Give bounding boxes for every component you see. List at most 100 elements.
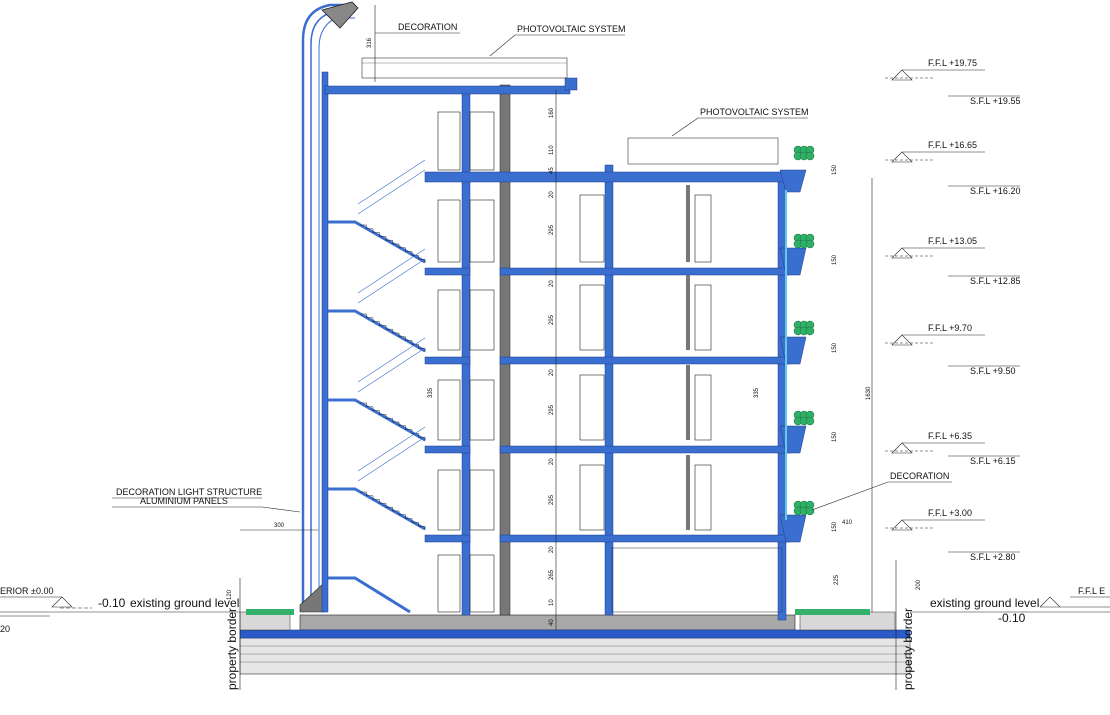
stair-step (392, 510, 400, 515)
stair-step (405, 429, 413, 434)
level-marker (891, 334, 913, 346)
callouts: DECORATION 316 PHOTOVOLTAIC SYSTEM PHOTO… (112, 5, 952, 531)
label-property-border-right: property border (901, 608, 915, 690)
stair-step (366, 406, 374, 411)
doors (437, 111, 712, 613)
dim-slab: 20 (549, 280, 555, 287)
dim-roof-45: 45 (549, 167, 555, 174)
planter-leaf (805, 239, 815, 249)
floor-slabs (424, 169, 807, 543)
stair-step (360, 313, 367, 318)
lift-door (437, 111, 461, 171)
level-sfl: S.F.L +6.15 (970, 456, 1015, 466)
lift-door (437, 379, 461, 441)
stair-step (392, 421, 400, 426)
lift-door (437, 289, 461, 351)
stair-flight (328, 398, 426, 442)
dim-balcony: 150 (832, 431, 838, 442)
stair-step (412, 255, 419, 260)
stair-step (405, 340, 413, 345)
total-height-dimension: 1630 (866, 178, 873, 612)
dim-balcony: 150 (832, 521, 838, 532)
label-left-cut-value: 20 (0, 624, 10, 634)
stair-step (366, 317, 374, 322)
dim-slab: 20 (549, 458, 555, 465)
dim-ground-265: 265 (549, 569, 555, 580)
label-ffl-right-cut: F.F.L E (1078, 586, 1105, 596)
level-ffl: F.F.L +19.75 (928, 58, 977, 68)
dim-left-120: 120 (227, 589, 233, 600)
level-sfl: S.F.L +12.85 (970, 276, 1020, 286)
stair-step (386, 239, 393, 244)
dim-floor: 295 (549, 494, 555, 505)
stair-step (399, 514, 406, 519)
right-ground-annotations: existing ground level -0.10 F.F.L E prop… (834, 520, 1110, 690)
dim-total-1630: 1630 (866, 386, 872, 400)
stair-step (386, 417, 393, 422)
stair-step (405, 518, 413, 523)
planter-leaf (805, 151, 815, 161)
stair-step (418, 525, 426, 530)
planter-icon (793, 410, 815, 426)
level-sfl: S.F.L +16.20 (970, 186, 1020, 196)
stair-step (360, 491, 367, 496)
balcony-door (694, 194, 712, 263)
label-decoration-light-1: DECORATION LIGHT STRUCTURE (116, 487, 262, 497)
planter-icon (793, 233, 815, 249)
dim-base-40: 40 (549, 619, 555, 626)
dim-floor: 295 (549, 314, 555, 325)
dim-balcony: 150 (832, 342, 838, 353)
dim-roof-110: 110 (549, 145, 555, 155)
stair-step (373, 232, 380, 237)
apartment-door (579, 464, 605, 531)
stair-flights (328, 159, 426, 614)
stair-step (399, 247, 406, 252)
column (686, 365, 690, 440)
planter-leaf (805, 416, 815, 426)
dim-inner-335-right: 335 (754, 387, 760, 398)
stair-handrail (357, 347, 426, 393)
level-ffl: F.F.L +6.35 (928, 431, 972, 441)
level-marker (891, 519, 913, 531)
balcony-planters (793, 145, 815, 516)
stair-step (386, 328, 393, 333)
stair-step (373, 499, 380, 504)
ground-floor-opening (611, 547, 783, 613)
column (686, 275, 690, 350)
stair-step (379, 503, 387, 508)
label-ground-left: existing ground level (130, 596, 239, 610)
planter-leaf (805, 506, 815, 516)
stair-step (373, 410, 380, 415)
label-property-border-left: property border (225, 608, 239, 690)
left-ground-annotations: ERIOR ±0.00 20 -0.10 existing ground lev… (0, 578, 241, 690)
level-sfl: S.F.L +9.50 (970, 366, 1015, 376)
balcony-door (694, 464, 712, 531)
column (686, 185, 690, 262)
stair-step (379, 325, 387, 330)
building-frame (321, 57, 787, 621)
apartment-door (579, 374, 605, 441)
stair-step (392, 243, 400, 248)
stair-step (392, 332, 400, 337)
dim-right-225: 225 (834, 574, 840, 585)
level-marker (891, 151, 913, 163)
balcony-slab (779, 169, 807, 193)
lift-door (469, 554, 495, 613)
dim-ground-10: 10 (549, 599, 555, 606)
dim-deco-height: 316 (367, 37, 373, 48)
lift-door (469, 289, 495, 351)
dim-right-200: 200 (916, 579, 922, 590)
label-decoration-top: DECORATION (398, 22, 457, 32)
dim-slab: 20 (549, 546, 555, 553)
dim-slab: 20 (549, 369, 555, 376)
stair-step (399, 336, 406, 341)
balcony-door (694, 284, 712, 351)
landing-slab (424, 356, 471, 365)
lift-door (469, 111, 495, 171)
stair-step (399, 425, 406, 430)
stair-step (360, 402, 367, 407)
stair-step (379, 236, 387, 241)
planter-icon (793, 145, 815, 161)
stair-handrail (357, 248, 426, 294)
